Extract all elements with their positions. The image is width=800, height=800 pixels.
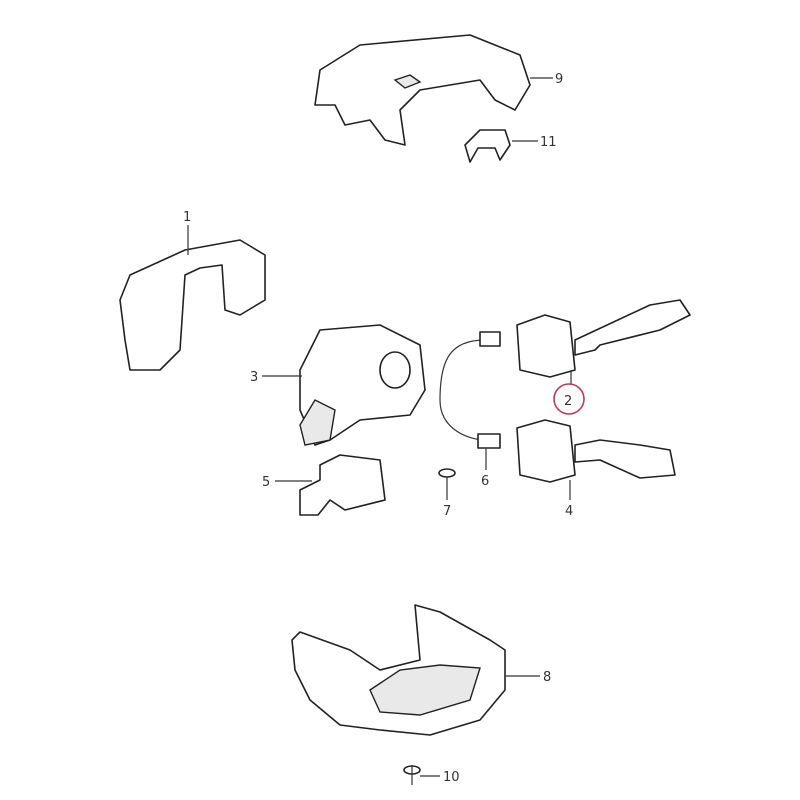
- callout-4[interactable]: 4: [565, 504, 573, 519]
- highlight-circle: [553, 383, 585, 415]
- part-3-lock-housing[interactable]: [299, 324, 426, 446]
- part-2-wiper-switch[interactable]: [516, 299, 691, 378]
- callout-11[interactable]: 11: [540, 135, 557, 150]
- part-4-turn-signal-switch[interactable]: [516, 419, 676, 483]
- callout-6[interactable]: 6: [481, 474, 489, 489]
- callout-9[interactable]: 9: [555, 72, 563, 87]
- callout-5[interactable]: 5: [262, 475, 270, 490]
- callout-8[interactable]: 8: [543, 670, 551, 685]
- part-9-upper-cover[interactable]: [314, 34, 531, 146]
- part-5-switch[interactable]: [299, 454, 386, 516]
- callout-7[interactable]: 7: [443, 504, 451, 519]
- part-1-bracket[interactable]: [119, 239, 266, 371]
- part-8-lower-cover[interactable]: [291, 604, 506, 736]
- part-6-cable[interactable]: [439, 331, 501, 449]
- part-11-clip[interactable]: [464, 129, 511, 163]
- callout-10[interactable]: 10: [443, 770, 460, 785]
- callout-2[interactable]: 2: [564, 394, 572, 409]
- part-10-screw[interactable]: [403, 765, 421, 785]
- callout-3[interactable]: 3: [250, 370, 258, 385]
- callout-1[interactable]: 1: [183, 210, 191, 225]
- part-7-screw[interactable]: [438, 468, 456, 492]
